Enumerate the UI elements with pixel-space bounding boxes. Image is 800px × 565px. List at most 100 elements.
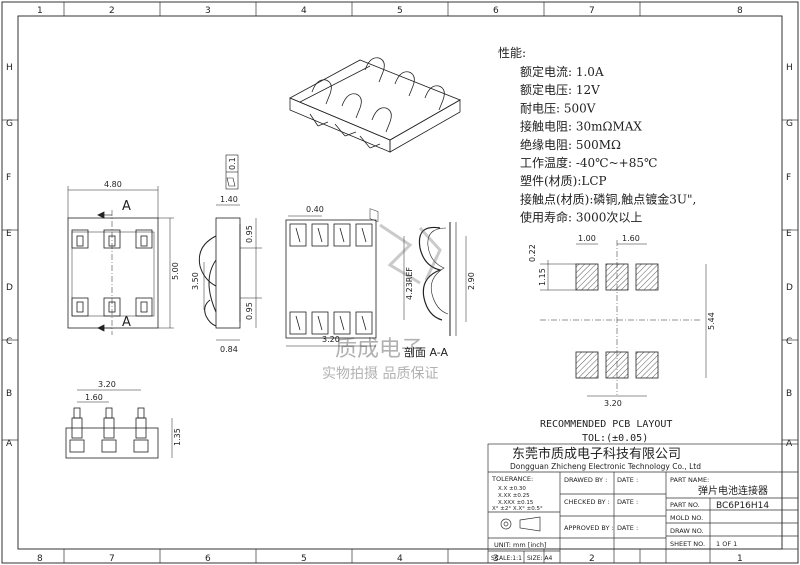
grid-row-label: C xyxy=(786,337,792,347)
company-name-cn: 东莞市质成电子科技有限公司 xyxy=(512,446,681,462)
grid-row-label: E xyxy=(786,229,792,239)
checked-date-label: DATE : xyxy=(617,498,638,506)
spec-line: 额定电压: 12V xyxy=(520,82,600,97)
bottom-view xyxy=(65,389,173,459)
bottom-w2-dim: 1.60 xyxy=(85,393,103,402)
unit-label: UNIT: mm [inch] xyxy=(494,541,546,549)
pcb-title: RECOMMENDED PCB LAYOUT xyxy=(540,419,672,430)
part-name-label: PART NAME: xyxy=(670,476,709,484)
grid-col-label: 6 xyxy=(205,554,211,564)
grid-col-label: 1 xyxy=(37,6,43,16)
isometric-view xyxy=(289,57,461,222)
front-width-dim: 4.80 xyxy=(104,180,122,189)
inner-border xyxy=(17,15,783,550)
grid-col-label: 3 xyxy=(493,554,499,564)
grid-row-label: D xyxy=(786,283,793,293)
part-name-value: 弹片电池连接器 xyxy=(698,484,768,497)
part-no-label: PART NO. xyxy=(670,501,700,509)
grid-col-label: 4 xyxy=(397,554,403,564)
drawed-date-label: DATE : xyxy=(617,476,638,484)
mold-no-label: MOLD NO. xyxy=(670,514,703,522)
approved-by-label: APPROVED BY : xyxy=(564,524,614,532)
grid-row-label: H xyxy=(786,63,793,73)
front-height-dim: 5.00 xyxy=(171,262,180,280)
pcb-offset-dim: 0.22 xyxy=(528,244,537,262)
grid-col-label: 8 xyxy=(37,554,43,564)
side-h2-dim: 3.50 xyxy=(191,272,200,290)
grid-row-label: A xyxy=(6,439,13,449)
grid-row-label: B xyxy=(6,389,12,399)
section-label: 剖面 A-A xyxy=(404,345,449,359)
bottom-w1-dim: 3.20 xyxy=(98,380,116,389)
sheet-no-value: 1 OF 1 xyxy=(716,540,737,548)
section-width-dim: 3.20 xyxy=(322,335,340,344)
grid-col-label: 5 xyxy=(397,6,403,16)
grid-row-label: C xyxy=(6,337,12,347)
pcb-tolerance: TOL:(±0.05) xyxy=(582,433,648,444)
grid-row-label: B xyxy=(786,389,792,399)
grid-row-label: F xyxy=(786,173,791,183)
grid-row-label: G xyxy=(6,119,13,129)
tolerance-row-3: X.XXX ±0.15 xyxy=(498,500,534,506)
company-name-en: Dongguan Zhicheng Electronic Technology … xyxy=(510,462,701,471)
spec-line: 塑件(材质):LCP xyxy=(520,173,607,188)
grid-col-label: 1 xyxy=(737,554,743,564)
grid-col-label: 4 xyxy=(301,6,307,16)
bottom-column-labels: 8 7 6 5 4 3 2 1 xyxy=(37,554,743,564)
tolerance-row-2: X.XX ±0.25 xyxy=(498,493,530,499)
watermark-slogan: 实物拍摄 品质保证 xyxy=(322,366,438,382)
grid-col-label: 5 xyxy=(301,554,307,564)
spec-line: 耐电压: 500V xyxy=(520,101,596,115)
pcb-width-dim: 3.20 xyxy=(604,399,622,408)
section-view xyxy=(285,215,467,347)
side-top-dim: 1.40 xyxy=(220,195,238,204)
section-height-dim: 2.90 xyxy=(467,272,476,290)
watermark-brand: 质成电子 xyxy=(335,337,423,362)
side-bottom-dim: 0.84 xyxy=(220,345,238,354)
spec-line: 额定电流: 1.0A xyxy=(520,64,604,79)
spec-title: 性能: xyxy=(498,46,526,60)
spec-line: 绝缘电阻: 500MΩ xyxy=(520,137,621,152)
section-top-dim: 0.40 xyxy=(306,205,324,214)
approved-date-label: DATE : xyxy=(617,524,638,532)
draw-no-label: DRAW NO. xyxy=(670,527,704,535)
size-label: SIZE: A4 xyxy=(527,555,553,562)
scale-label: SCALE:1:1 xyxy=(491,555,522,562)
watermark: 质成电子 实物拍摄 品质保证 xyxy=(322,223,442,382)
section-mark-bottom: A xyxy=(122,315,131,330)
grid-col-label: 7 xyxy=(589,6,595,16)
angle-tolerance: X° ±2° X.X° ±0.5° xyxy=(492,506,543,512)
title-block xyxy=(487,443,799,564)
grid-col-label: 2 xyxy=(589,554,595,564)
pcb-pad-height-dim: 1.15 xyxy=(538,268,547,286)
grid-row-label: D xyxy=(6,283,13,293)
side-view xyxy=(198,154,262,341)
grid-row-label: F xyxy=(6,173,11,183)
grid-col-label: 7 xyxy=(109,554,115,564)
spec-line: 接触点(材质):磷铜,触点镀金3U", xyxy=(520,191,696,206)
side-h1-dim: 0.95 xyxy=(245,225,254,243)
pcb-height-dim: 5.44 xyxy=(707,312,716,330)
grid-row-label: G xyxy=(786,119,793,129)
grid-col-label: 3 xyxy=(205,6,211,16)
tolerance-box-value: 0.1 xyxy=(228,157,237,170)
tolerance-row-1: X.X ±0.30 xyxy=(498,486,526,492)
grid-col-label: 8 xyxy=(737,6,743,16)
front-view xyxy=(67,186,174,335)
pcb-layout xyxy=(540,240,707,397)
spec-line: 使用寿命: 3000次以上 xyxy=(520,210,642,225)
section-ref-dim: 4.23REF xyxy=(405,267,414,300)
side-h3-dim: 0.95 xyxy=(245,302,254,320)
pcb-pitch-dim: 1.60 xyxy=(622,234,640,243)
part-no-value: BC6P16H14 xyxy=(716,501,769,511)
grid-col-label: 2 xyxy=(109,6,115,16)
pcb-pad-dim: 1.00 xyxy=(578,234,596,243)
sheet-no-label: SHEET NO. xyxy=(670,540,705,548)
bottom-h-dim: 1.35 xyxy=(173,428,182,446)
drawed-by-label: DRAWED BY : xyxy=(564,476,607,484)
